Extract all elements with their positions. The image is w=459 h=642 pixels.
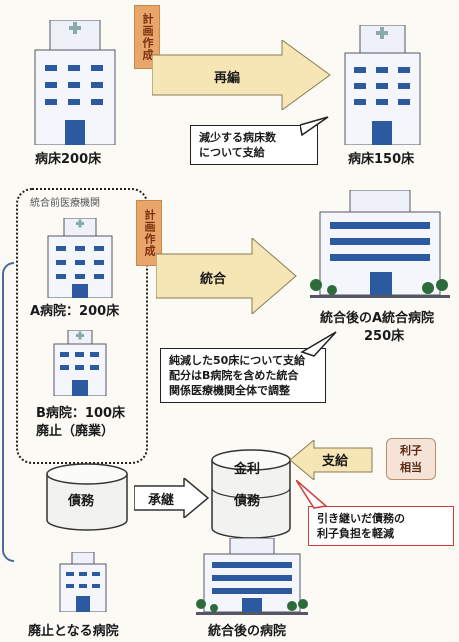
- interest-label: 金利: [234, 462, 261, 477]
- hospital-building-icon: [34, 20, 116, 145]
- hospital-building-icon: [59, 552, 107, 612]
- interest-equivalent-line2: 相当: [400, 461, 422, 474]
- pre-merger-group: [16, 188, 148, 464]
- bottom-callout: 引き継いだ債務の 利子負担を軽減: [308, 506, 454, 546]
- top-callout: 減少する病床数 について支給: [190, 125, 318, 165]
- closing-hospital-label: 廃止となる病院: [28, 624, 119, 639]
- top-callout-line1: 減少する病床数: [199, 131, 276, 144]
- merged-hospital-bottom-label: 統合後の病院: [208, 624, 287, 639]
- callout-pointer: [300, 116, 329, 137]
- left-bracket: [2, 262, 14, 562]
- interest-equivalent-box: 利子 相当: [386, 438, 436, 480]
- debt-cylinder-icon: [46, 463, 128, 531]
- merged-hospital-label: 統合後のA統合病院: [320, 311, 435, 326]
- hospital-b-label: B病院：100床: [36, 406, 126, 421]
- merged-hospital-icon: [196, 538, 308, 615]
- hospital-b-status: 廃止（廃業）: [36, 424, 115, 439]
- succession-arrow: [134, 478, 210, 518]
- hospital-a-label: A病院：200床: [30, 304, 120, 319]
- support-arrow: [290, 440, 373, 480]
- merge-arrow: [156, 238, 297, 314]
- succession-label: 承継: [148, 493, 175, 508]
- merge-label: 統合: [200, 272, 227, 287]
- callout-pointer: [296, 480, 328, 509]
- top-left-label: 病床200床: [35, 152, 102, 167]
- reorganize-label: 再編: [214, 71, 241, 86]
- merged-hospital-icon: [310, 190, 450, 298]
- middle-callout: 純減した50床について支給 配分はB病院を含めた統合 関係医療機関全体で調整: [160, 348, 326, 403]
- middle-callout-line1: 純減した50床について支給: [169, 354, 305, 367]
- middle-callout-line3: 関係医療機関全体で調整: [169, 384, 290, 397]
- interest-equivalent-line1: 利子: [400, 444, 422, 457]
- reorganize-arrow: [152, 40, 331, 110]
- debt-label: 債務: [68, 494, 95, 509]
- callout-pointer: [300, 331, 337, 357]
- hospital-building-icon: [344, 25, 421, 145]
- bottom-callout-line2: 利子負担を軽減: [317, 527, 394, 540]
- support-label: 支給: [322, 454, 349, 469]
- hospital-building-icon: [47, 218, 113, 298]
- cylinder-debt-label: 債務: [234, 494, 261, 509]
- top-callout-line2: について支給: [199, 146, 265, 159]
- bottom-callout-line1: 引き継いだ債務の: [317, 512, 405, 525]
- group-title: 統合前医療機関: [30, 198, 100, 209]
- top-right-label: 病床150床: [348, 152, 415, 167]
- hospital-building-icon: [53, 330, 107, 396]
- middle-callout-line2: 配分はB病院を含めた統合: [169, 369, 299, 382]
- merged-hospital-beds: 250床: [364, 329, 405, 344]
